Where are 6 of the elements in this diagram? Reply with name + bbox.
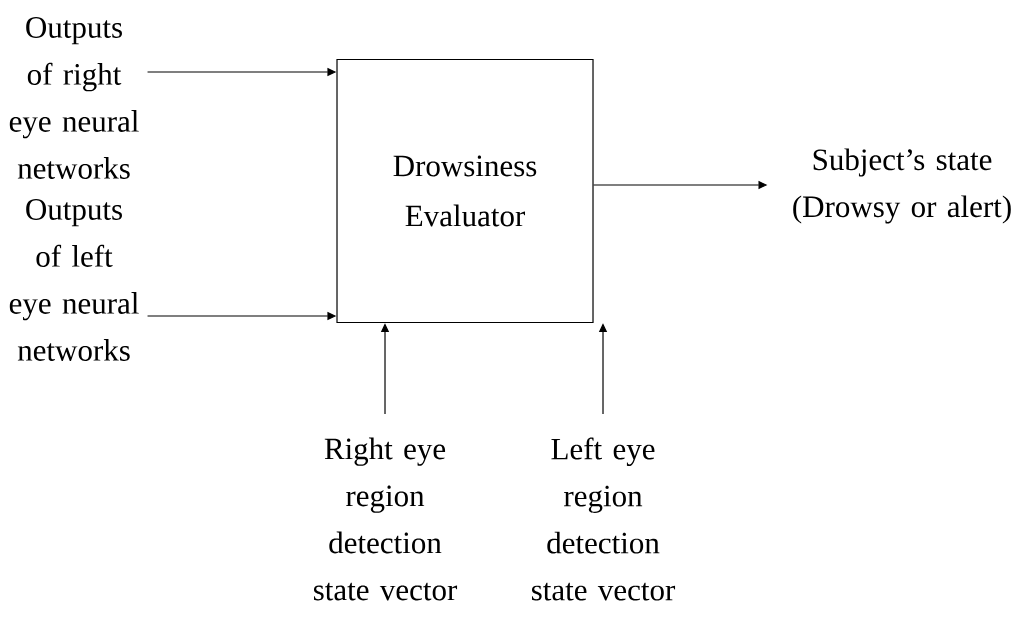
node-text: Outputs of left eye neural networks	[9, 199, 139, 361]
node-text: Subject’s state (Drowsy or alert)	[793, 148, 1011, 224]
node-text: Right eye region detection state vector	[314, 437, 458, 601]
node-text: Left eye region detection state vector	[532, 437, 676, 601]
process-box: Drowsiness Evaluator	[336, 58, 594, 324]
node-text: Outputs of right eye neural networks	[9, 17, 139, 179]
